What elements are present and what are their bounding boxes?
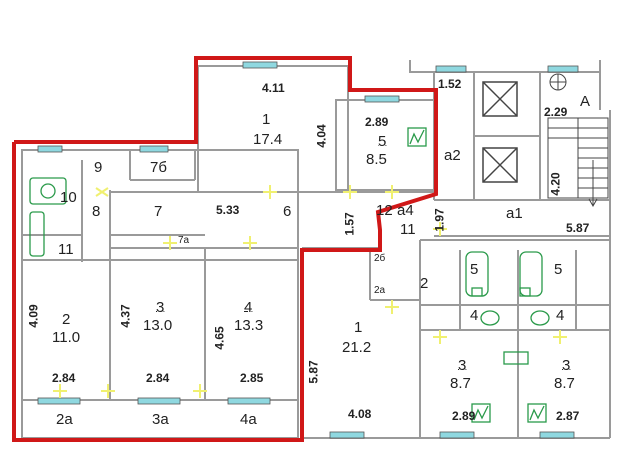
room-a4-label: а4	[397, 202, 414, 219]
room-3-left-number: 3	[156, 299, 165, 316]
room-12-label: 12	[376, 202, 393, 219]
dim-1-52: 1.52	[438, 77, 462, 91]
dim-4-08: 4.08	[348, 407, 372, 421]
dim-2-87: 2.87	[556, 409, 580, 423]
room-2-left-number: 2	[62, 311, 71, 328]
room-10-label: 10	[60, 189, 77, 206]
room-3-left-area: 13.0	[143, 317, 173, 334]
room-7b-label: 7б	[150, 159, 167, 176]
dim-1-97: 1.97	[432, 208, 447, 232]
room-2a-right-label: 2а	[374, 285, 386, 296]
room-2a-label: 2а	[56, 411, 73, 428]
room-5-area: 8.5	[366, 151, 387, 168]
room-1-right-area: 21.2	[342, 339, 372, 356]
room-3y-area: 8.7	[554, 375, 575, 392]
highlight-outline	[12, 56, 438, 442]
room-2b-label: 2б	[374, 253, 386, 264]
dim-2-29: 2.29	[544, 105, 568, 119]
room-3x-area: 8.7	[450, 375, 471, 392]
room-11b-label: 11	[400, 221, 416, 238]
room-7a-label: 7а	[178, 235, 190, 246]
room-a1-label: а1	[506, 205, 523, 222]
room-5b-label: 5	[554, 261, 563, 278]
dim-2-85: 2.85	[240, 371, 264, 385]
room-2-left-area: 11.0	[52, 329, 81, 346]
room-8-label: 8	[92, 203, 101, 220]
dim-5-87-left: 5.87	[306, 360, 321, 384]
room-A-label: A	[580, 93, 591, 110]
room-3a-label: 3а	[152, 411, 169, 428]
dim-2-89-top: 2.89	[365, 115, 389, 129]
stairs	[547, 73, 609, 208]
dim-4-20: 4.20	[548, 172, 563, 196]
dim-4-65: 4.65	[212, 326, 227, 350]
dim-4-09: 4.09	[26, 304, 41, 328]
room-1-top-area: 17.4	[253, 131, 283, 148]
dim-5-33: 5.33	[216, 203, 240, 217]
dim-2-84-a: 2.84	[52, 371, 76, 385]
room-5a-label: 5	[470, 261, 479, 278]
dim-2-89-bottom: 2.89	[452, 409, 476, 423]
room-4y-label: 4	[556, 307, 565, 324]
room-7-label: 7	[154, 203, 163, 220]
dim-4-37: 4.37	[118, 304, 133, 328]
room-4-left-number: 4	[244, 299, 253, 316]
room-3x-number: 3	[458, 357, 467, 374]
room-1-right-number: 1	[354, 319, 363, 336]
dim-4-04: 4.04	[314, 124, 329, 148]
room-a2-label: а2	[444, 147, 461, 164]
dim-1-57: 1.57	[342, 212, 357, 236]
fixtures	[29, 127, 550, 423]
room-11-label: 11	[58, 241, 74, 258]
room-2-right-label: 2	[420, 275, 429, 292]
room-6-label: 6	[283, 203, 292, 220]
elevator-shafts	[482, 81, 518, 183]
door-markers	[53, 185, 567, 398]
dim-4-11: 4.11	[262, 81, 285, 95]
room-9-label: 9	[94, 159, 103, 176]
room-4-left-area: 13.3	[234, 317, 264, 334]
dim-5-87-top: 5.87	[566, 221, 590, 235]
room-3y-number: 3	[562, 357, 571, 374]
room-5-number: 5	[378, 133, 387, 150]
room-4x-label: 4	[470, 307, 479, 324]
room-1-top-number: 1	[262, 111, 271, 128]
dim-2-84-b: 2.84	[146, 371, 170, 385]
room-4a-label: 4а	[240, 411, 257, 428]
